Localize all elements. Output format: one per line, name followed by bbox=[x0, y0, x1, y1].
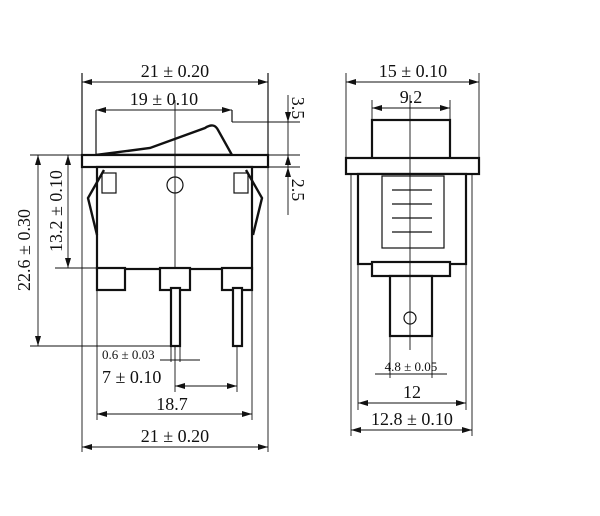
dim-side-body-width: 12 bbox=[403, 382, 421, 402]
dim-body-height: 13.2 ± 0.10 bbox=[46, 170, 66, 252]
side-actuator bbox=[370, 118, 452, 162]
dim-overall-height: 22.6 ± 0.30 bbox=[14, 209, 34, 291]
rocker-actuator bbox=[95, 124, 235, 157]
dim-outer-terminal-span: 18.7 bbox=[156, 394, 188, 414]
dim-side-terminal-width: 4.8 ± 0.05 bbox=[385, 359, 438, 374]
side-terminal bbox=[388, 274, 434, 338]
side-view: 15 ± 0.10 9.2 4.8 ± 0.05 12 12.8 ± 0.10 bbox=[344, 61, 481, 436]
dim-terminal-thickness: 0.6 ± 0.03 bbox=[102, 347, 155, 362]
dim-rocker-height: 3.5 bbox=[288, 97, 308, 120]
front-view: 21 ± 0.20 19 ± 0.10 3.5 2.5 22.6 ± 0.30 … bbox=[14, 61, 308, 452]
left-clip bbox=[86, 169, 106, 236]
terminal-right bbox=[231, 286, 244, 348]
dim-side-rocker-width: 9.2 bbox=[400, 87, 423, 107]
dim-rocker-width: 19 ± 0.10 bbox=[130, 89, 198, 109]
dim-flange-thickness: 2.5 bbox=[288, 179, 308, 202]
front-body bbox=[95, 165, 254, 271]
dim-side-mounting-width: 12.8 ± 0.10 bbox=[371, 409, 453, 429]
dim-terminal-pitch: 7 ± 0.10 bbox=[102, 367, 161, 387]
terminal-center bbox=[169, 286, 182, 348]
right-clip bbox=[244, 169, 264, 236]
side-body bbox=[356, 172, 468, 266]
dim-side-overall-width: 15 ± 0.10 bbox=[379, 61, 447, 81]
dim-overall-width-top: 21 ± 0.20 bbox=[141, 61, 209, 81]
dim-overall-width-bottom: 21 ± 0.20 bbox=[141, 426, 209, 446]
side-flange bbox=[344, 156, 481, 176]
